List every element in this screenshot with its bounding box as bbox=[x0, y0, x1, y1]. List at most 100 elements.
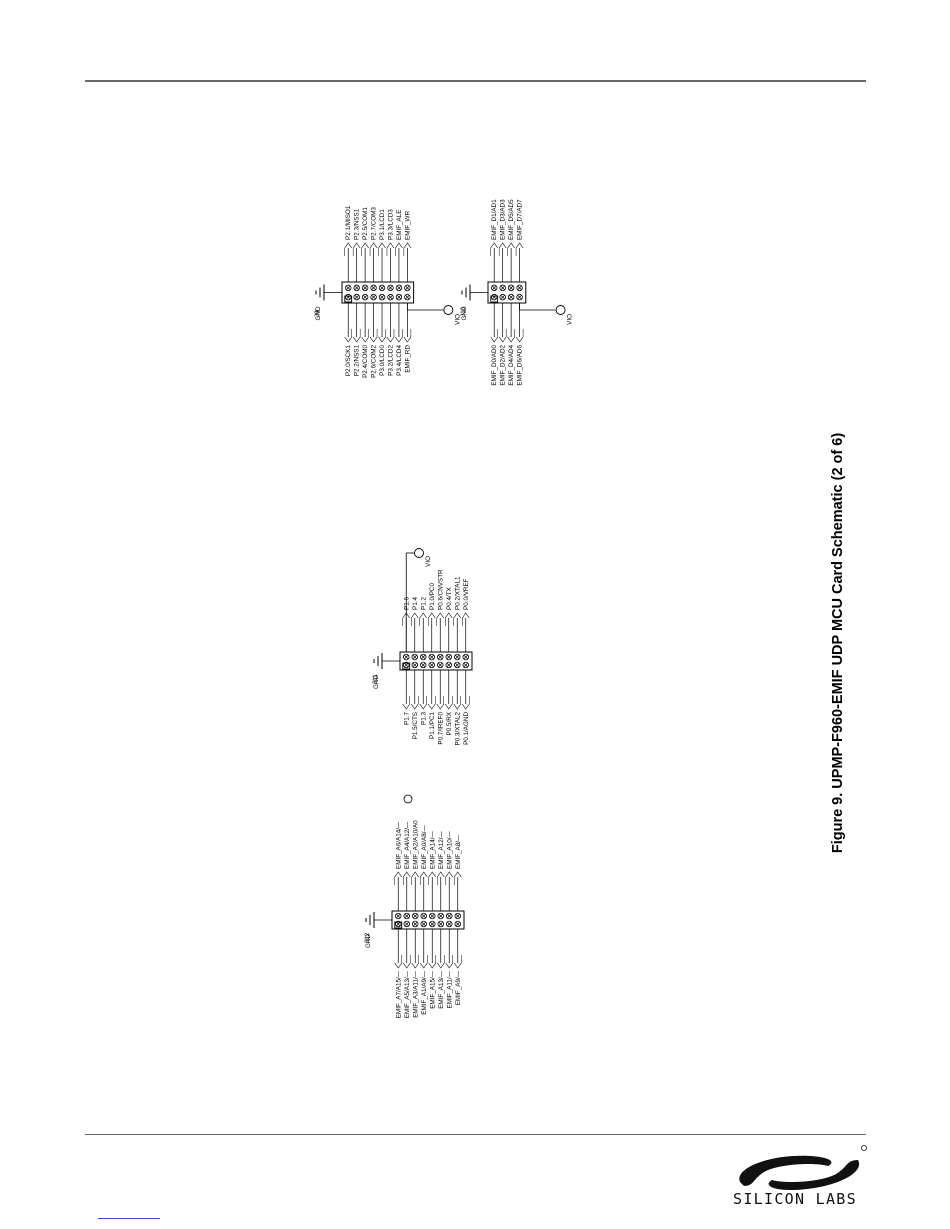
net-lead-bottom: P2.4/COM0 bbox=[361, 303, 369, 378]
header-pin bbox=[445, 661, 452, 669]
connector-ref: J9 bbox=[314, 310, 321, 317]
net-lead-top: P0.6/CNVSTR bbox=[436, 569, 444, 652]
vio-label: VIO bbox=[454, 314, 461, 325]
pin1-marker bbox=[344, 295, 353, 303]
net-lead-bottom: P0.5/RX bbox=[445, 670, 453, 735]
header-pin bbox=[499, 284, 506, 292]
gnd-symbol: GND bbox=[461, 284, 488, 321]
net-lead-bottom: EMIF_D4/AD4 bbox=[507, 303, 515, 386]
header-body bbox=[391, 910, 465, 930]
net-lead-bottom: EMIF_A13/— bbox=[437, 929, 445, 1009]
net-label: EMIF_A4/A12/— bbox=[404, 821, 411, 869]
net-lead-top: P2.5/COM1 bbox=[361, 207, 369, 282]
header-pin bbox=[507, 284, 515, 292]
net-label: P0.3/XTAL2 bbox=[454, 712, 461, 746]
net-label: EMIF_A9/— bbox=[455, 970, 462, 1005]
net-label: P1.1/PC1 bbox=[429, 712, 436, 739]
header-pin bbox=[454, 912, 461, 920]
net-lead-top: EMIF_ALE bbox=[395, 210, 403, 282]
net-lead-top: P2.1/MISO1 bbox=[344, 205, 352, 282]
net-lead-top: P3.3/LCD3 bbox=[386, 209, 394, 282]
net-lead-bottom: P0.1/AGND bbox=[462, 670, 470, 745]
header-pin bbox=[429, 920, 436, 928]
pin1-marker bbox=[394, 921, 403, 929]
header-pin bbox=[403, 653, 410, 661]
net-label: P3.2/LCD2 bbox=[387, 345, 394, 376]
net-label: EMIF_A11/— bbox=[446, 970, 453, 1008]
net-lead-top: P3.1/LCD1 bbox=[378, 209, 386, 282]
silicon-labs-wordmark: SILICON LABS bbox=[733, 1190, 857, 1208]
net-label: EMIF_A0/A8/— bbox=[421, 825, 428, 869]
net-label: EMIF_A1/A9/— bbox=[421, 970, 428, 1014]
net-label: P1.4 bbox=[412, 597, 419, 610]
header-pin bbox=[404, 284, 411, 292]
connector-j12: EMIF_A6/A14/—EMIF_A4/A12/—EMIF_A2/A10/A0… bbox=[364, 820, 465, 1018]
header-pin bbox=[378, 293, 386, 301]
net-label: EMIF_A13/— bbox=[438, 970, 445, 1008]
header-pin bbox=[395, 912, 402, 920]
net-label: P3.4/LCD4 bbox=[396, 345, 403, 376]
net-lead-top: EMIF_D5/AD5 bbox=[507, 199, 515, 282]
net-label: EMIF_A3/A11/— bbox=[412, 970, 419, 1017]
net-lead-top: P2.3/NSS1 bbox=[352, 208, 361, 282]
header-pin bbox=[428, 661, 435, 669]
net-lead-bottom: P0.3/XTAL2 bbox=[453, 670, 461, 746]
net-label: P1.2 bbox=[420, 597, 427, 610]
net-label: P0.6/CNVSTR bbox=[437, 569, 444, 610]
header-pin bbox=[395, 920, 402, 928]
net-lead-bottom: P1.3 bbox=[419, 670, 427, 725]
header-pin bbox=[446, 912, 453, 920]
net-lead-top: EMIF_A0/A8/— bbox=[420, 825, 428, 911]
net-lead-bottom: P0.7/IREF0 bbox=[436, 670, 444, 745]
net-lead-bottom: EMIF_D2/AD2 bbox=[498, 303, 507, 386]
net-lead-top: EMIF_A2/A10/A0 bbox=[411, 820, 419, 911]
header-pin bbox=[370, 293, 377, 301]
net-lead-bottom: P3.0/LCD0 bbox=[378, 303, 386, 376]
net-label: P2.4/COM0 bbox=[362, 345, 369, 378]
net-lead-top: EMIF_D3/AD3 bbox=[498, 199, 507, 282]
header-pin bbox=[403, 920, 410, 928]
vio-terminal: VIO bbox=[406, 303, 461, 325]
net-label: EMIF_D4/AD4 bbox=[508, 345, 515, 386]
gnd-symbol: GND bbox=[373, 653, 400, 689]
net-lead-bottom: P3.4/LCD4 bbox=[395, 303, 403, 376]
net-label: EMIF_ALE bbox=[396, 210, 403, 240]
net-label: P0.1/AGND bbox=[463, 712, 470, 745]
net-lead-bottom: P2.2/NSS1 bbox=[352, 303, 361, 376]
header-pin bbox=[412, 920, 419, 928]
net-label: P3.1/LCD1 bbox=[379, 209, 386, 240]
net-lead-top: EMIF_D7/AD7 bbox=[515, 199, 524, 282]
net-label: EMIF_A15/— bbox=[429, 970, 436, 1008]
vio-terminal: VIO bbox=[519, 303, 574, 325]
header-pin bbox=[516, 293, 523, 301]
header-pin bbox=[353, 293, 360, 301]
net-label: EMIF_D0/AD0 bbox=[491, 345, 498, 386]
header-pin bbox=[446, 920, 453, 928]
net-label: EMIF_WR bbox=[404, 211, 411, 240]
header-pin bbox=[499, 293, 506, 301]
pin1-marker bbox=[402, 662, 411, 670]
net-label: P0.5/RX bbox=[446, 711, 453, 735]
net-lead-bottom: EMIF_A7/A15/— bbox=[394, 929, 402, 1018]
net-lead-bottom: EMIF_A11/— bbox=[445, 929, 453, 1008]
net-label: EMIF_A7/A15/— bbox=[395, 970, 402, 1018]
net-lead-bottom: P1.1/PC1 bbox=[428, 670, 436, 739]
header-pin bbox=[428, 653, 435, 661]
net-label: P1.7 bbox=[403, 712, 410, 725]
header-pin bbox=[387, 284, 394, 292]
net-label: EMIF_D5/AD5 bbox=[508, 199, 515, 240]
net-lead-top: P2.7/COM3 bbox=[369, 207, 378, 282]
net-label: EMIF_D7/AD7 bbox=[517, 199, 524, 240]
footer-link-underline[interactable] bbox=[98, 1218, 160, 1219]
net-lead-bottom: EMIF_A3/A11/— bbox=[411, 929, 419, 1018]
header-pin bbox=[462, 661, 469, 669]
net-lead-bottom: P2.6/COM2 bbox=[369, 303, 378, 378]
net-label: EMIF_A8/— bbox=[455, 834, 462, 869]
net-lead-bottom: EMIF_A15/— bbox=[428, 929, 436, 1009]
pin1-marker bbox=[490, 295, 499, 303]
net-lead-top: EMIF_A12/— bbox=[437, 831, 445, 911]
net-lead-bottom: EMIF_RD bbox=[403, 303, 411, 373]
header-pin bbox=[516, 284, 523, 292]
